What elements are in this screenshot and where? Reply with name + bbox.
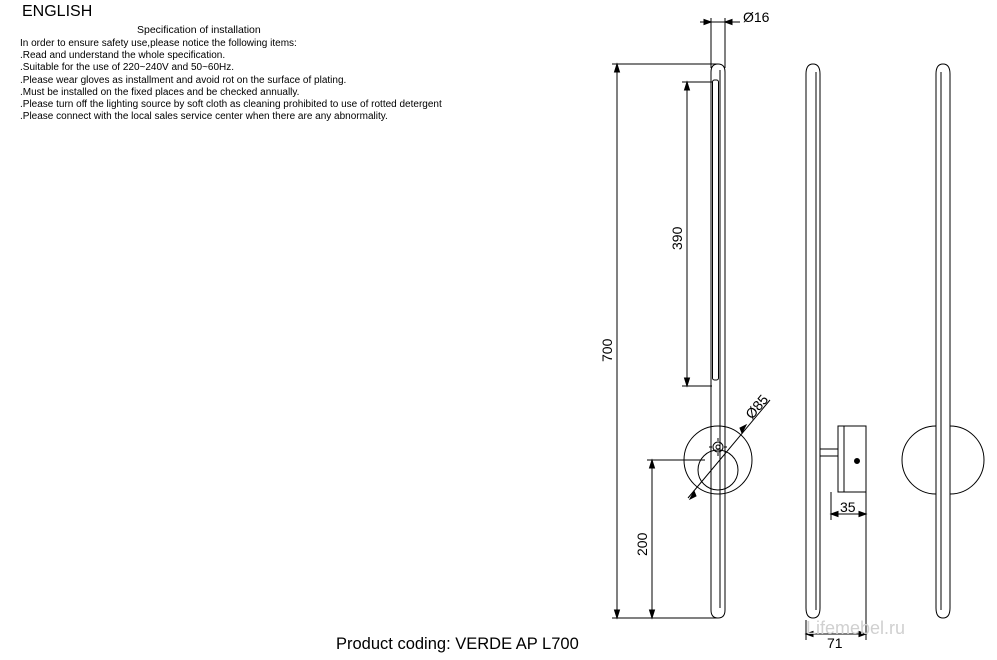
front-view: Ø16 Ø85 700 390 (599, 9, 771, 620)
instruction-line: .Must be installed on the fixed places a… (20, 86, 300, 98)
instruction-line: .Read and understand the whole specifica… (20, 50, 226, 62)
instruction-line: .Please turn off the lighting source by … (20, 99, 442, 111)
product-coding: Product coding: VERDE AP L700 (336, 635, 579, 653)
spec-title: Specification of installation (137, 24, 261, 36)
instruction-line: .Please connect with the local sales ser… (20, 111, 388, 123)
dim-mount-diameter: Ø85 (742, 391, 771, 422)
instruction-line: In order to ensure safety use,please not… (20, 38, 297, 49)
instruction-line: .Please wear gloves as installment and a… (20, 74, 347, 86)
dim-mount-height: 200 (634, 532, 650, 556)
dim-light-length: 390 (669, 226, 685, 250)
dim-mount-depth: 35 (840, 499, 856, 515)
watermark: Lifemebel.ru (806, 618, 906, 638)
dim-total-height: 700 (599, 338, 615, 362)
instruction-line: .Suitable for the use of 220~240V and 50… (20, 62, 235, 74)
dim-total-depth: 71 (827, 635, 843, 651)
dim-tube-diameter: Ø16 (743, 9, 770, 25)
instructions-list: In order to ensure safety use,please not… (20, 38, 442, 123)
language-heading: ENGLISH (22, 3, 93, 20)
side-view: 35 71 (804, 63, 868, 651)
back-view (901, 63, 985, 619)
